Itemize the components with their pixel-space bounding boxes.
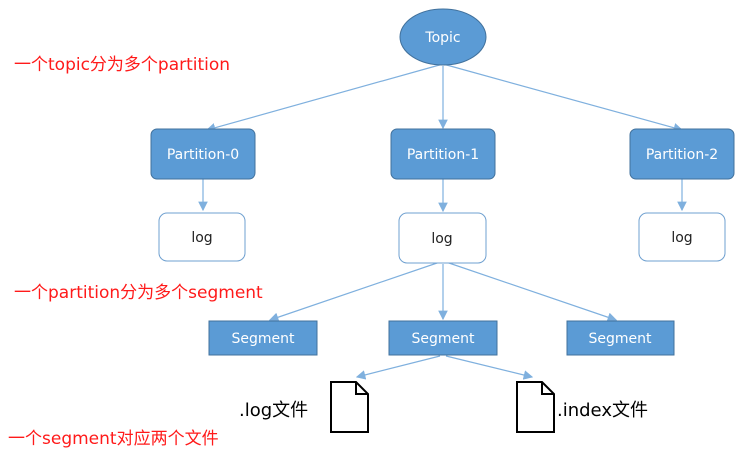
edge-log-segment-2: [445, 261, 618, 322]
partition-label-0: Partition-0: [167, 147, 239, 163]
log-file-label: .log文件: [239, 400, 308, 421]
edge-segment-indexfile: [445, 355, 534, 380]
segment-label-0: Segment: [232, 331, 296, 347]
topic-label: Topic: [424, 30, 460, 46]
log-node-1: log: [398, 212, 487, 264]
segment-label-1: Segment: [412, 331, 476, 347]
edge-topic-partition-0: [205, 63, 444, 133]
log-label-1: log: [431, 231, 452, 247]
partition-label-2: Partition-2: [646, 147, 718, 163]
file-icon: [516, 381, 555, 433]
caption-topic-split: 一个topic分为多个partition: [14, 55, 230, 75]
caption-partition-split: 一个partition分为多个segment: [14, 283, 263, 303]
edge-segment-logfile: [355, 355, 441, 380]
segment-node-2: Segment: [566, 320, 675, 356]
log-label-2: log: [671, 230, 692, 246]
partition-node-2: Partition-2: [629, 128, 735, 180]
edge-log-segment-0: [268, 261, 441, 322]
segment-node-0: Segment: [208, 320, 318, 356]
partition-label-1: Partition-1: [407, 147, 479, 163]
log-label-0: log: [191, 230, 212, 246]
log-node-0: log: [158, 212, 246, 262]
segment-node-1: Segment: [388, 320, 498, 356]
edge-topic-partition-2: [442, 63, 684, 133]
partition-node-1: Partition-1: [390, 128, 496, 180]
file-icon: [330, 381, 369, 433]
connectors: [198, 63, 687, 380]
caption-segment-files: 一个segment对应两个文件: [8, 429, 219, 449]
segment-label-2: Segment: [589, 331, 653, 347]
log-node-2: log: [638, 212, 726, 262]
index-file-label: .index文件: [557, 400, 648, 421]
topic-node: Topic: [399, 8, 487, 66]
partition-node-0: Partition-0: [150, 128, 256, 180]
